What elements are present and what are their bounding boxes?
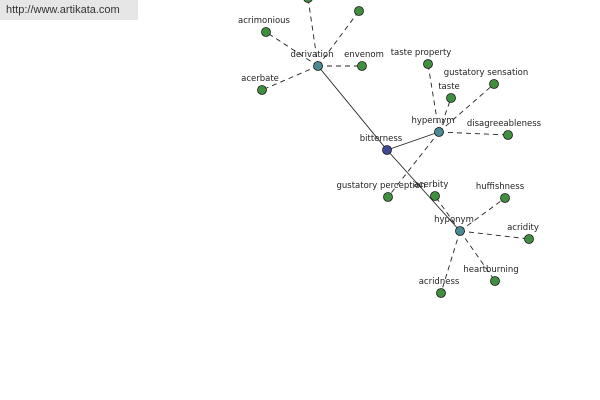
watermark-text: http://www.artikata.com: [6, 4, 120, 16]
edge-hyponym-leaf: [459, 197, 506, 232]
leaf-label-disagreeableness: disagreeableness: [467, 119, 542, 129]
edge-derivation-leaf: [261, 65, 319, 91]
watermark-banner: http://www.artikata.com: [0, 0, 138, 20]
relation-node-hypernym[interactable]: [434, 127, 444, 137]
leaf-node-taste-property[interactable]: [423, 59, 433, 69]
leaf-node-disagreeableness[interactable]: [503, 130, 513, 140]
edge-derivation-leaf: [317, 10, 360, 67]
leaf-label-envenom: envenom: [344, 50, 384, 60]
edge-hypernym-leaf: [387, 131, 440, 198]
leaf-label-taste-property: taste property: [391, 48, 452, 58]
center-label: bitterness: [360, 134, 403, 144]
leaf-node-heartburning[interactable]: [490, 276, 500, 286]
leaf-label-gustatory-sensation: gustatory sensation: [444, 68, 528, 78]
relation-label-hypernym: hypernym: [411, 116, 454, 126]
relation-node-derivation[interactable]: [313, 61, 323, 71]
leaf-label-acerbity: acerbity: [414, 180, 449, 190]
edge-hyponym-leaf: [459, 230, 530, 240]
leaf-node-taste[interactable]: [446, 93, 456, 103]
center-node-bitterness[interactable]: [382, 145, 392, 155]
edge-hyponym-leaf: [434, 195, 461, 232]
leaf-node-acrimonious[interactable]: [261, 27, 271, 37]
edge-hypernym-leaf: [427, 63, 440, 133]
relation-label-derivation: derivation: [290, 50, 333, 60]
edge-derivation-leaf: [265, 31, 319, 67]
edge-center-derivation: [317, 65, 388, 151]
leaf-node-acridity[interactable]: [524, 234, 534, 244]
relation-label-hyponym: hyponym: [434, 215, 474, 225]
leaf-node-unlabeled[interactable]: [354, 6, 364, 16]
leaf-label-heartburning: heartburning: [463, 265, 518, 275]
leaf-node-huffishness[interactable]: [500, 193, 510, 203]
leaf-node-acerbity[interactable]: [430, 191, 440, 201]
leaf-node-gustatory-perception[interactable]: [383, 192, 393, 202]
leaf-label-acridness: acridness: [419, 277, 460, 287]
leaf-label-acridity: acridity: [507, 223, 539, 233]
leaf-node-acridness[interactable]: [436, 288, 446, 298]
leaf-label-gustatory-perception: gustatory perception: [336, 181, 425, 191]
leaf-node-acerbate[interactable]: [257, 85, 267, 95]
leaf-label-huffishness: huffishness: [476, 182, 525, 192]
edge-hypernym-leaf: [438, 83, 495, 133]
leaf-node-envenom[interactable]: [357, 61, 367, 71]
leaf-node-jaundice[interactable]: [303, 0, 313, 3]
relation-node-hyponym[interactable]: [455, 226, 465, 236]
edge-hyponym-leaf: [459, 230, 496, 282]
leaf-label-acrimonious: acrimonious: [238, 16, 291, 26]
edge-center-hypernym: [386, 131, 440, 151]
edge-hyponym-leaf: [440, 230, 461, 294]
edge-hypernym-leaf: [438, 131, 509, 136]
leaf-label-jaundice: jaundice: [289, 0, 326, 1]
edge-derivation-leaf: [307, 0, 319, 67]
edge-hypernym-leaf: [438, 97, 452, 133]
edge-center-hyponym: [386, 149, 461, 232]
leaf-node-gustatory-sensation[interactable]: [489, 79, 499, 89]
leaf-label-acerbate: acerbate: [241, 74, 279, 84]
leaf-label-taste: taste: [438, 82, 460, 92]
